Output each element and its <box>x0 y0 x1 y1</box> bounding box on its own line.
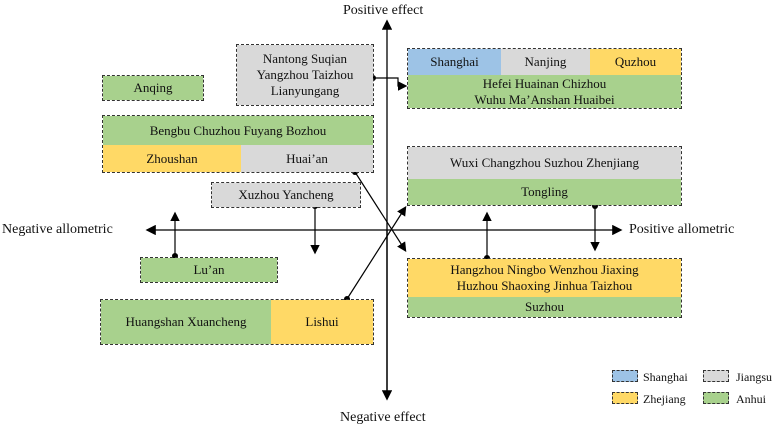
legend-swatch-shanghai <box>612 370 638 382</box>
cell-nanjing: Nanjing <box>501 49 590 75</box>
cell-hefei: Hefei Huainan Chizhou Wuhu Ma’Anshan Hua… <box>408 75 681 108</box>
axis-bottom-label: Negative effect <box>340 410 426 425</box>
cell-suzhou: Suzhou <box>408 297 681 317</box>
legend-label-zhejiang: Zhejiang <box>643 392 686 406</box>
cell-shanghai: Shanghai <box>408 49 501 75</box>
cell-tongling: Tongling <box>408 179 681 205</box>
hangzhou-line-1: Hangzhou Ningbo Wenzhou Jiaxing <box>450 262 639 277</box>
group-huangshan: Huangshan Xuancheng Lishui <box>100 299 374 345</box>
nantong-line-2: Yangzhou Taizhou <box>256 67 354 82</box>
cell-hangzhou: Hangzhou Ningbo Wenzhou Jiaxing Huzhou S… <box>408 259 681 297</box>
cell-wuxi: Wuxi Changzhou Suzhou Zhenjiang <box>408 147 681 179</box>
axis-right-label: Positive allometric <box>629 222 735 237</box>
legend-label-shanghai: Shanghai <box>643 370 688 384</box>
cell-huaian: Huai’an <box>241 145 373 172</box>
group-anqing: Anqing <box>102 75 204 101</box>
legend-label-anhui: Anhui <box>736 392 766 406</box>
cell-bengbu: Bengbu Chuzhou Fuyang Bozhou <box>103 116 373 145</box>
group-bengbu: Bengbu Chuzhou Fuyang Bozhou Zhoushan Hu… <box>102 115 374 173</box>
cell-anqing: Anqing <box>103 76 203 100</box>
legend-swatch-zhejiang <box>612 392 638 404</box>
legend-swatch-jiangsu <box>703 370 729 382</box>
group-hangzhou: Hangzhou Ningbo Wenzhou Jiaxing Huzhou S… <box>407 258 682 318</box>
legend-swatch-anhui <box>703 392 729 404</box>
hangzhou-line-2: Huzhou Shaoxing Jinhua Taizhou <box>456 278 633 293</box>
nantong-line-1: Nantong Suqian <box>262 51 348 66</box>
arrow-huaian <box>354 171 407 253</box>
axis-top-label: Positive effect <box>343 3 424 18</box>
group-shanghai: Shanghai Nanjing Quzhou Hefei Huainan Ch… <box>407 48 682 109</box>
group-wuxi: Wuxi Changzhou Suzhou Zhenjiang Tongling <box>407 146 682 206</box>
cell-quzhou: Quzhou <box>590 49 681 75</box>
legend-label-jiangsu: Jiangsu <box>736 370 772 384</box>
cell-zhoushan: Zhoushan <box>103 145 241 172</box>
hefei-line-2: Wuhu Ma’Anshan Huaibei <box>474 91 615 107</box>
cell-huangshan: Huangshan Xuancheng <box>101 300 271 344</box>
axis-left-label: Negative allometric <box>2 222 113 237</box>
cell-lishui: Lishui <box>271 300 373 344</box>
cell-xuzhou: Xuzhou Yancheng <box>212 183 360 207</box>
arrow-nantong <box>373 77 408 91</box>
cell-nantong: Nantong Suqian Yangzhou Taizhou Lianyung… <box>237 45 373 105</box>
hefei-line-1: Hefei Huainan Chizhou <box>482 75 607 91</box>
arrow-lishui <box>346 205 407 300</box>
nantong-line-3: Lianyungang <box>270 83 340 98</box>
group-luan: Lu’an <box>140 257 278 283</box>
group-xuzhou: Xuzhou Yancheng <box>211 182 361 208</box>
group-nantong: Nantong Suqian Yangzhou Taizhou Lianyung… <box>236 44 374 106</box>
cell-luan: Lu’an <box>141 258 277 282</box>
